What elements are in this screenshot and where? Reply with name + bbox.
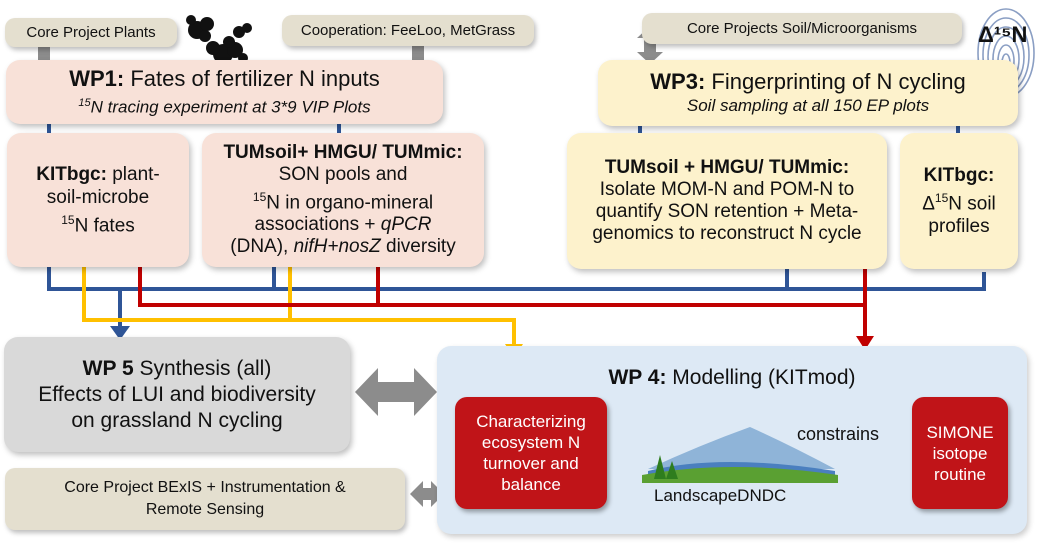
- kitbgc-fates-box: KITbgc: plant-soil-microbe 15N fates: [7, 133, 189, 267]
- core-project-bexis-tag: Core Project BExIS + Instrumentation & R…: [5, 468, 405, 530]
- wp1-title: Fates of fertilizer N inputs: [124, 65, 380, 91]
- core-projects-soil-tag: Core Projects Soil/Microorganisms: [642, 13, 962, 44]
- tum1-qpcr: qPCR: [380, 214, 432, 236]
- tum1-genes: nifH+nosZ: [293, 236, 381, 258]
- wp3-title-bold: WP3:: [650, 69, 706, 94]
- wp4-title-rest: Modelling (KITmod): [666, 366, 856, 389]
- constrains-label: constrains: [797, 424, 880, 444]
- wp1-subtitle: N tracing experiment at 3*9 VIP Plots: [90, 97, 371, 117]
- kit1-sup: 15: [61, 212, 75, 227]
- wp3-subtitle: Soil sampling at all 150 EP plots: [686, 96, 930, 115]
- yellow-connector: [82, 266, 516, 345]
- double-arrow-wp5-wp4: [355, 368, 437, 416]
- kit2-text: N soil profiles: [928, 193, 996, 238]
- blue-connector: [47, 122, 986, 328]
- wp4-title-bold: WP 4:: [608, 366, 667, 389]
- simone-box: SIMONE isotope routine: [912, 397, 1008, 509]
- cooperation-tag: Cooperation: FeeLoo, MetGrass: [282, 15, 534, 46]
- wp1-sub-sup: 15: [78, 96, 91, 109]
- kit2-bold: KITbgc:: [923, 164, 995, 186]
- kit1-text: plant-soil-microbe: [46, 163, 160, 208]
- tum1-sup: 15: [252, 189, 267, 204]
- characterizing-box: Characterizing ecosystem N turnover and …: [455, 397, 607, 509]
- wp1-box: WP1: Fates of fertilizer N inputs 15N tr…: [6, 60, 443, 124]
- tum1-f: diversity: [380, 236, 456, 258]
- bexis-line1: Core Project BExIS + Instrumentation &: [64, 479, 346, 496]
- wp3-box: WP3: Fingerprinting of N cycling Soil sa…: [598, 60, 1018, 126]
- wp3-title: Fingerprinting of N cycling: [705, 69, 966, 94]
- landscapedndc-label: LandscapeDNDC: [654, 486, 787, 505]
- tumsoil-mom-box: TUMsoil + HMGU/ TUMmic: Isolate MOM-N an…: [567, 133, 887, 269]
- wp5-line2: Effects of LUI and biodiversity: [38, 382, 316, 406]
- kit1-bold: KITbgc:: [36, 163, 107, 185]
- delta-15n-label: Δ¹⁵N: [978, 22, 1028, 47]
- tum1-a: SON pools and: [278, 163, 408, 185]
- tumsoil-son-box: TUMsoil+ HMGU/ TUMmic: SON pools and 15N…: [202, 133, 484, 267]
- kitbgc-profiles-box: KITbgc: Δ15N soil profiles: [900, 133, 1018, 269]
- landscapedndc-logo-icon: [642, 427, 838, 483]
- tum2-text: Isolate MOM-N and POM-N to quantify SON …: [592, 179, 862, 244]
- blue-arrowhead: [110, 326, 130, 340]
- red-connector: [138, 266, 867, 338]
- kit2-sup: 15: [934, 190, 949, 205]
- bexis-line2: Remote Sensing: [145, 501, 265, 518]
- plant-silhouettes-icon: [186, 15, 252, 64]
- red-arrowhead: [856, 336, 874, 350]
- wp5-line3: on grassland N cycling: [71, 408, 283, 432]
- tum1-bold: TUMsoil+ HMGU/ TUMmic:: [223, 141, 463, 163]
- tum1-b: N in organo-mineral associations +: [254, 192, 434, 236]
- tum1-d: (DNA),: [230, 236, 294, 258]
- wp4-title: WP 4: Modelling (KITmod): [437, 366, 1027, 390]
- core-project-plants-tag: Core Project Plants: [5, 18, 177, 47]
- wp5-box: WP 5 Synthesis (all) Effects of LUI and …: [4, 337, 350, 452]
- wp5-title: Synthesis (all): [133, 356, 272, 380]
- wp1-title-bold: WP1:: [69, 65, 125, 91]
- wp5-title-bold: WP 5: [82, 356, 134, 380]
- kit2-sym: Δ: [922, 193, 935, 215]
- kit1-end: N fates: [74, 215, 135, 237]
- tum2-bold: TUMsoil + HMGU/ TUMmic:: [604, 157, 850, 178]
- double-arrow-bexis: [410, 481, 444, 507]
